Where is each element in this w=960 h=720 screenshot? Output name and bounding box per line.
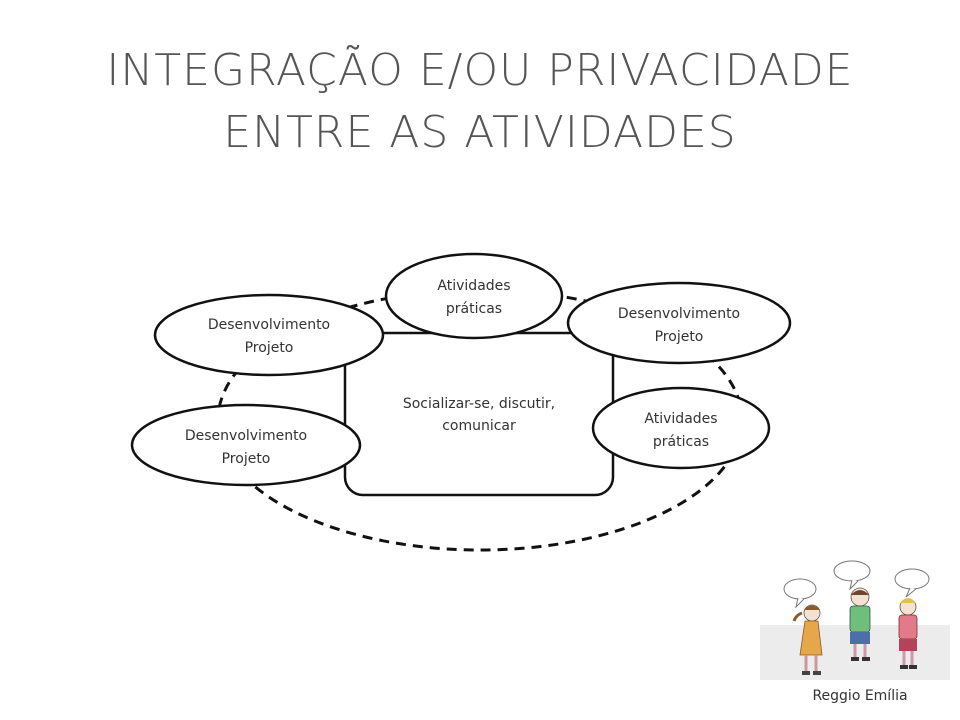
node-atividades-praticas-top: Atividades práticas [384,252,564,340]
node-label-line-2: Projeto [655,329,704,345]
node-desenvolvimento-projeto-right-top: Desenvolvimento Projeto [566,281,792,365]
node-label-line-2: práticas [446,301,502,317]
node-label-line-2: práticas [653,434,709,450]
node-desenvolvimento-projeto-left-bottom: Desenvolvimento Projeto [130,403,362,487]
speech-bubble-icon [894,568,930,590]
speech-bubble-icon [783,578,817,600]
center-text-line-2: comunicar [442,418,516,434]
node-label-line-1: Desenvolvimento [618,306,740,322]
title-line-1: INTEGRAÇÃO E/OU PRIVACIDADE [106,45,854,96]
speech-bubble-icon [833,560,871,582]
node-label-line-2: Projeto [245,340,294,356]
children-illustration [760,560,950,680]
node-atividades-praticas-right: Atividades práticas [591,386,771,470]
node-desenvolvimento-projeto-left-top: Desenvolvimento Projeto [153,293,385,377]
node-label-line-1: Desenvolvimento [185,428,307,444]
node-label-line-1: Atividades [644,411,717,427]
slide-title: INTEGRAÇÃO E/OU PRIVACIDADE ENTRE AS ATI… [0,40,960,164]
illustration-caption: Reggio Emília [812,688,908,704]
boy-figure-icon [849,587,871,661]
center-text-line-1: Socializar-se, discutir, [403,396,555,412]
center-box [343,331,615,497]
girl-figure-icon [792,604,823,675]
node-label-line-2: Projeto [222,451,271,467]
boy-figure-icon [898,598,918,669]
node-label-line-1: Atividades [437,278,510,294]
node-label-line-1: Desenvolvimento [208,317,330,333]
title-line-2: ENTRE AS ATIVIDADES [223,107,737,158]
